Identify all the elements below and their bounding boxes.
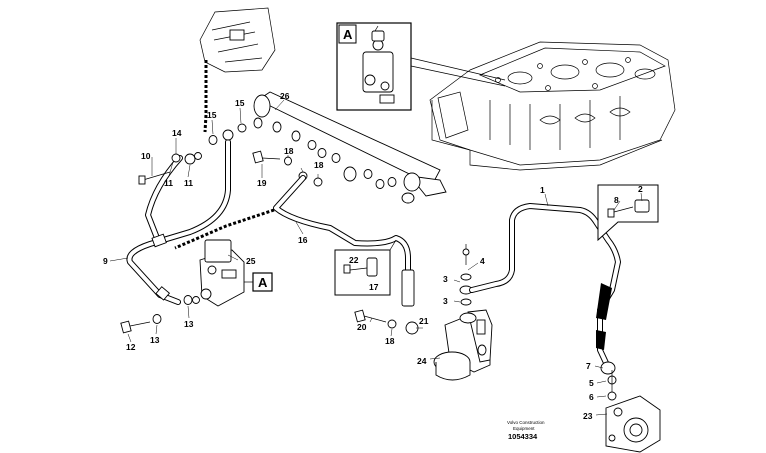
callout-10: 10 [141, 151, 151, 161]
bolt-12 [120, 295, 193, 334]
detail-box-2 [597, 184, 659, 242]
fittings-5-6-7 [600, 361, 617, 401]
detail-a-reference: A [244, 272, 273, 292]
detail-box-17 [334, 239, 397, 296]
callout-22: 22 [349, 255, 359, 265]
callout-19: 19 [257, 178, 267, 188]
callout-21: 21 [419, 316, 429, 326]
callout-1: 1 [540, 185, 545, 195]
callout-2: 2 [638, 184, 643, 194]
callout-15a: 15 [207, 110, 217, 120]
callout-23: 23 [583, 411, 593, 421]
detail-a-label: A [343, 27, 353, 42]
callout-8: 8 [614, 195, 619, 205]
engine-block [429, 41, 676, 171]
caption-line-2: Equipment [513, 426, 535, 431]
callouts: 1 2 3 3 4 5 6 7 8 9 10 11 11 12 13 13 14… [103, 91, 643, 421]
dashed-pipe-top [203, 60, 208, 133]
caption: Volvo Construction Equipment 1054334 [507, 420, 545, 441]
fittings-cluster-left [138, 123, 247, 185]
detail-a-reference-label: A [258, 275, 268, 290]
callout-5: 5 [589, 378, 594, 388]
pipe-1 [469, 203, 621, 368]
callout-3b: 3 [443, 296, 448, 306]
callout-24: 24 [417, 356, 427, 366]
callout-11a: 11 [164, 178, 173, 188]
callout-14: 14 [172, 128, 182, 138]
callout-25: 25 [246, 256, 256, 266]
pipe-9 [126, 139, 231, 305]
callout-13a: 13 [150, 335, 160, 345]
callout-16: 16 [298, 235, 308, 245]
caption-line-1: Volvo Construction [507, 420, 545, 425]
fuel-rail [253, 91, 447, 204]
bolt-20 [354, 309, 419, 335]
callout-7: 7 [586, 361, 591, 371]
fitting-4 [459, 244, 473, 306]
callout-4: 4 [480, 256, 485, 266]
callout-18c: 18 [385, 336, 395, 346]
callout-17: 17 [369, 282, 379, 292]
callout-18b: 18 [314, 160, 324, 170]
callout-26: 26 [280, 91, 290, 101]
callout-13b: 13 [184, 319, 194, 329]
callout-9: 9 [103, 256, 108, 266]
detail-a-frame: A [336, 22, 506, 111]
callout-6: 6 [589, 392, 594, 402]
callout-18a: 18 [284, 146, 294, 156]
caption-number: 1054334 [508, 432, 538, 441]
leader-lines [109, 99, 643, 416]
callout-20: 20 [357, 322, 367, 332]
callout-3a: 3 [443, 274, 448, 284]
valve-25 [192, 239, 245, 307]
dashed-pipe-middle [174, 208, 275, 250]
filter-housing-24 [433, 309, 493, 381]
pipe-16 [273, 175, 415, 307]
callout-11b: 11 [184, 178, 193, 188]
callout-15b: 15 [235, 98, 245, 108]
pump-23 [605, 395, 661, 453]
engine-fragment-upper-left [199, 7, 276, 73]
callout-12: 12 [126, 342, 136, 352]
